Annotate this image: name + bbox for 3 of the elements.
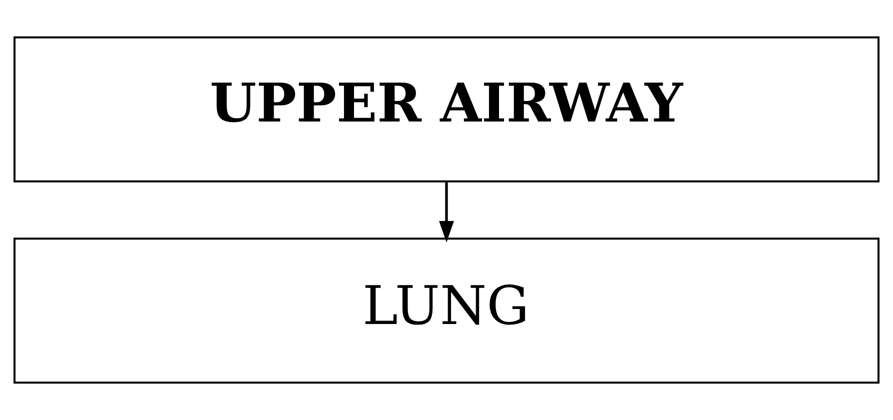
node-box: LUNG — [14, 238, 880, 384]
arrow — [439, 182, 454, 242]
node-box: UPPER AIRWAY — [14, 36, 880, 182]
